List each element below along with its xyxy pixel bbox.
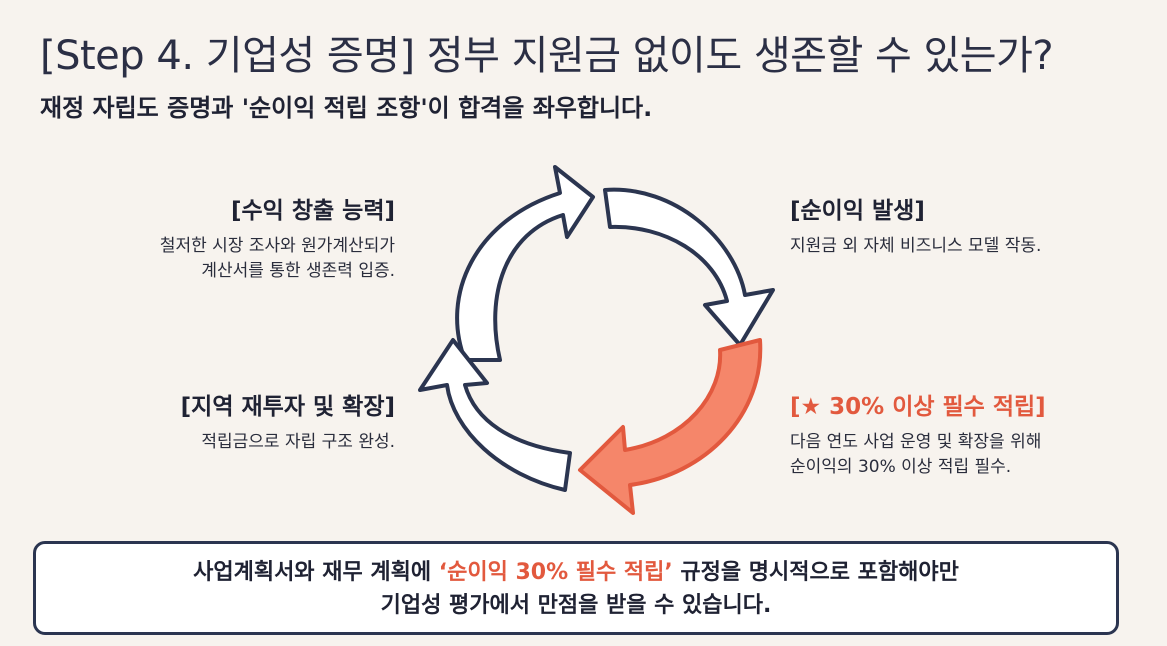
stage-desc-line: 적립금으로 자립 구조 완성.	[201, 432, 395, 452]
key-message-text: 사업계획서와 재무 계획에	[193, 560, 439, 585]
key-message-box: 사업계획서와 재무 계획에 ‘순이익 30% 필수 적립’ 규정을 명시적으로 …	[33, 541, 1119, 635]
cycle-arrow-top-left	[455, 165, 595, 362]
page-title: [Step 4. 기업성 증명] 정부 지원금 없이도 생존할 수 있는가?	[40, 33, 1054, 79]
stage-desc-line: 순이익의 30% 이상 적립 필수.	[790, 457, 1012, 477]
key-message-line-2: 기업성 평가에서 만점을 받을 수 있습니다.	[380, 593, 772, 618]
cycle-arrow-top-right	[603, 187, 775, 347]
page-subtitle: 재정 자립도 증명과 '순이익 적립 조항'이 합격을 좌우합니다.	[40, 94, 653, 122]
stage-heading: [수익 창출 능력]	[231, 198, 395, 224]
stage-heading: [지역 재투자 및 확장]	[180, 394, 395, 420]
stage-net-profit: [순이익 발생] 지원금 외 자체 비즈니스 모델 작동.	[790, 196, 1041, 259]
stage-desc-line: 지원금 외 자체 비즈니스 모델 작동.	[790, 236, 1042, 256]
stage-mandatory-reserve: [★ 30% 이상 필수 적립] 다음 연도 사업 운영 및 확장을 위해 순이…	[790, 392, 1046, 480]
stage-regional-reinvestment: [지역 재투자 및 확장] 적립금으로 자립 구조 완성.	[181, 392, 395, 455]
stage-heading: [순이익 발생]	[790, 198, 925, 224]
key-message-highlight: ‘순이익 30% 필수 적립’	[438, 560, 673, 585]
key-message-text: 규정을 명시적으로 포함해야만	[672, 560, 959, 585]
key-message-line-1: 사업계획서와 재무 계획에 ‘순이익 30% 필수 적립’ 규정을 명시적으로 …	[36, 556, 1116, 589]
stage-heading: [★ 30% 이상 필수 적립]	[790, 394, 1046, 420]
stage-desc-line: 다음 연도 사업 운영 및 확장을 위해	[790, 432, 1042, 452]
cycle-arrow-bottom-right	[578, 338, 763, 515]
cycle-diagram	[418, 165, 775, 515]
stage-desc-line: 계산서를 통한 생존력 입증.	[201, 261, 395, 281]
cycle-arrow-bottom-left	[418, 338, 572, 492]
stage-desc-line: 철저한 시장 조사와 원가계산되가	[159, 236, 395, 256]
stage-revenue-capability: [수익 창출 능력] 철저한 시장 조사와 원가계산되가 계산서를 통한 생존력…	[160, 196, 395, 284]
